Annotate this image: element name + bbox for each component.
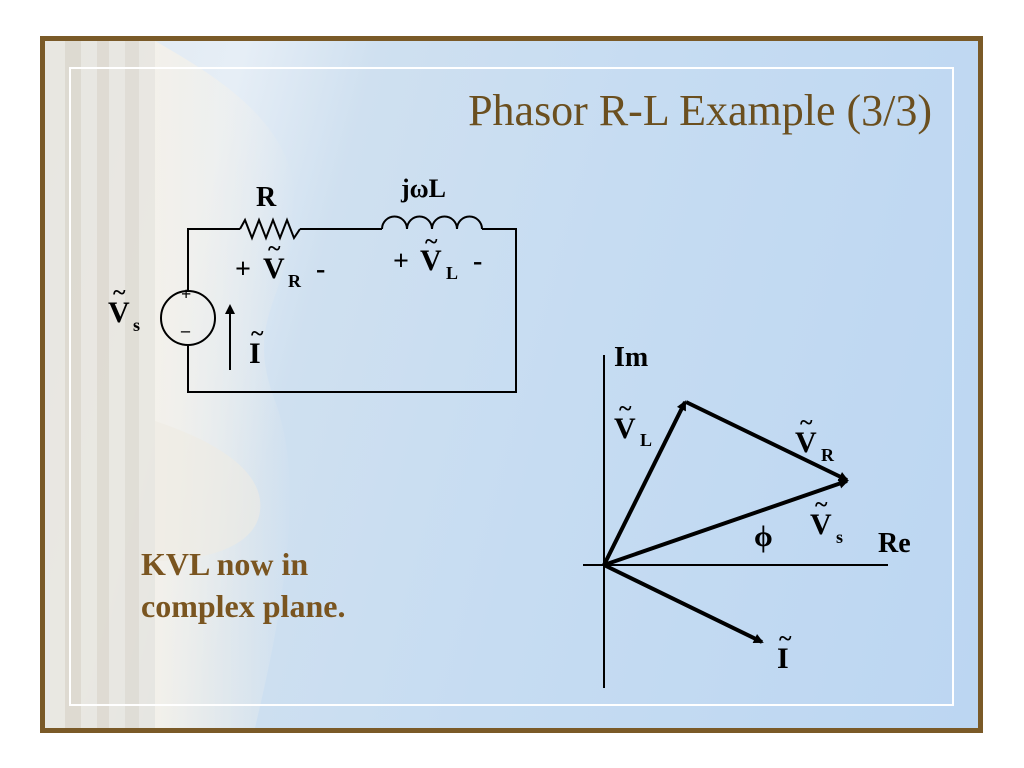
vr-phasor-symbol: V <box>795 426 817 459</box>
kvl-line-2: complex plane. <box>141 588 346 624</box>
vl-polarity-label: + ~ V L - <box>393 229 482 283</box>
vl-phasor-subscript: L <box>640 430 652 450</box>
vs-phasor-symbol: V <box>810 508 832 541</box>
vs-phasor-subscript: s <box>836 527 843 547</box>
vl-phasor-tilde: ~ <box>619 396 632 422</box>
current-phasor-label: ~ I <box>777 626 792 675</box>
vr-minus: - <box>316 254 325 285</box>
real-axis-label: Re <box>878 528 911 559</box>
vl-arrow <box>602 400 687 566</box>
vs-phasor-tilde: ~ <box>815 492 828 518</box>
inductor-label: jωL <box>400 174 446 203</box>
vl-minus: - <box>473 246 482 277</box>
slide-title: Phasor R-L Example (3/3) <box>468 86 932 135</box>
source-symbol: V <box>108 296 130 329</box>
kvl-statement: KVL now in complex plane. <box>141 543 441 627</box>
source-minus: – <box>180 320 191 340</box>
vl-subscript: L <box>446 263 458 283</box>
current-phasor-arrow <box>603 563 764 644</box>
vs-arrow <box>603 478 849 567</box>
vr-subscript: R <box>288 271 302 291</box>
inner-border <box>69 67 954 706</box>
current-phasor-tilde: ~ <box>779 626 792 652</box>
voltage-source <box>160 290 216 346</box>
vr-phasor-label: ~ V R <box>795 410 835 465</box>
resistor-zigzag <box>239 217 301 241</box>
vl-phasor-symbol: V <box>614 412 636 445</box>
phase-angle-label: ϕ <box>754 520 773 553</box>
vr-symbol: V <box>263 252 285 285</box>
kvl-line-1: KVL now in <box>141 546 309 582</box>
source-tilde: ~ <box>113 280 126 306</box>
current-phasor-symbol: I <box>777 642 789 675</box>
resistor-label: R <box>256 182 277 213</box>
imag-axis-label: Im <box>614 342 648 373</box>
slide-panel: Phasor R-L Example (3/3) KVL now in comp… <box>45 41 978 728</box>
vl-plus: + <box>393 246 409 277</box>
vl-phasor-label: ~ V L <box>614 396 652 450</box>
slide-frame: Phasor R-L Example (3/3) KVL now in comp… <box>40 36 983 733</box>
wire-top-left <box>187 228 240 292</box>
source-voltage-label: ~ V s <box>108 280 140 335</box>
vl-tilde: ~ <box>425 229 438 255</box>
current-label: ~ I <box>249 321 264 370</box>
vl-symbol: V <box>420 244 442 277</box>
vs-phasor-label: ~ V s <box>810 492 843 547</box>
phasor-diagram <box>583 355 888 688</box>
circuit-diagram <box>160 215 517 393</box>
source-plus: + <box>181 284 191 304</box>
inductor-coils <box>381 215 483 230</box>
vr-phasor-subscript: R <box>821 445 835 465</box>
vr-polarity-label: + ~ V R - <box>235 236 325 291</box>
vr-tilde: ~ <box>268 236 281 262</box>
current-symbol: I <box>249 337 261 370</box>
vr-arrow <box>685 400 849 482</box>
current-tilde: ~ <box>251 321 264 347</box>
vr-phasor-tilde: ~ <box>800 410 813 436</box>
wire-right <box>187 228 517 393</box>
vr-plus: + <box>235 254 251 285</box>
source-subscript: s <box>133 315 140 335</box>
